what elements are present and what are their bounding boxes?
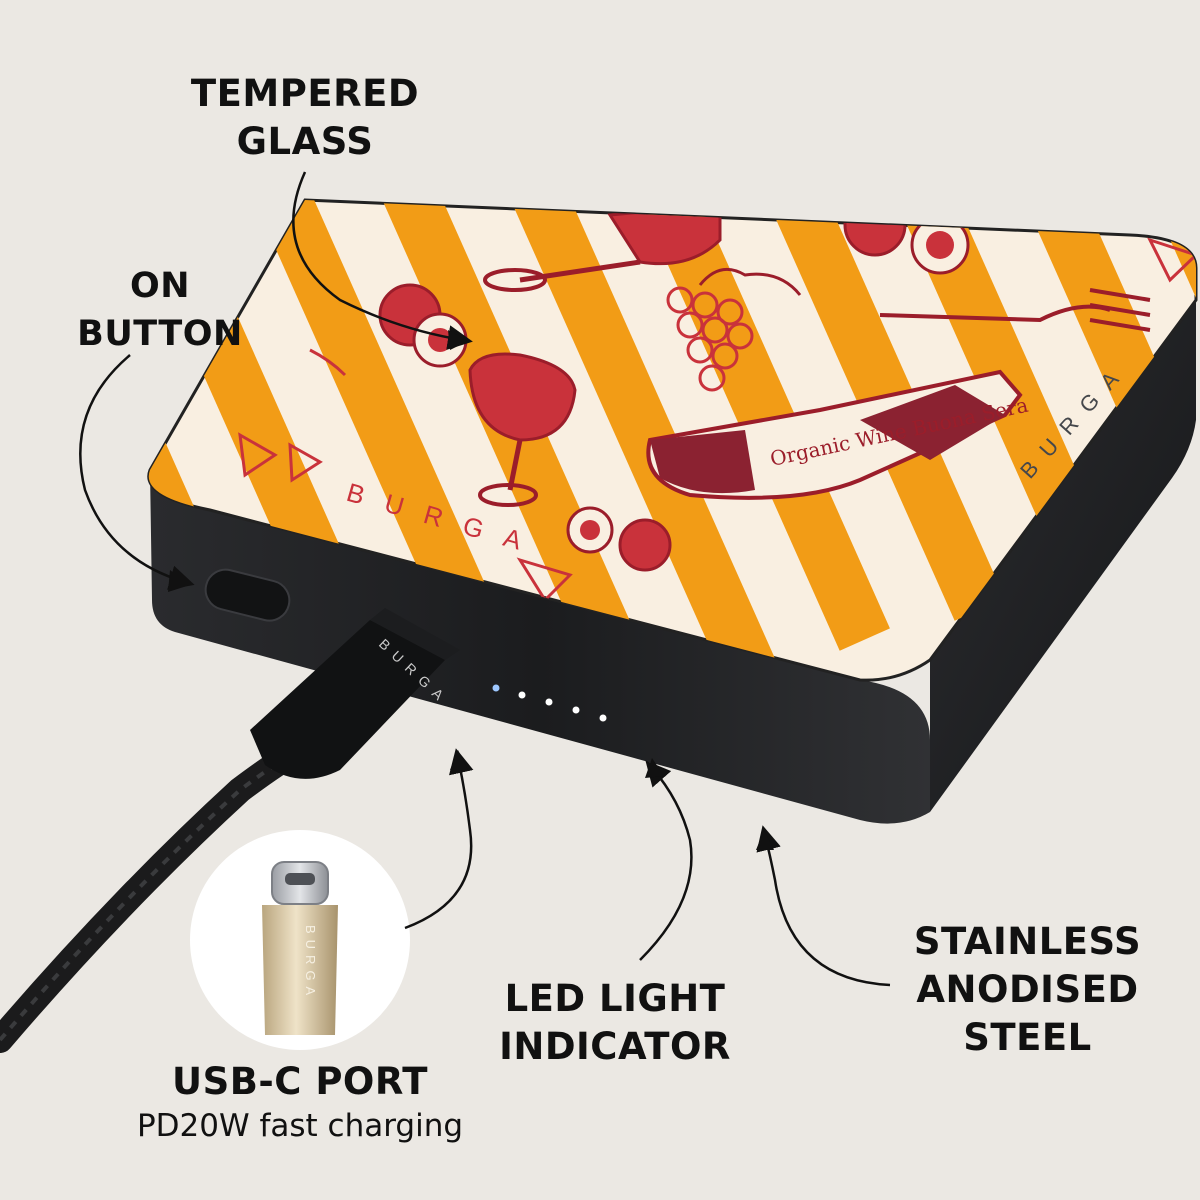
wine-bottle-icon (780, 130, 905, 190)
grapes-icon (666, 267, 802, 392)
tempered-glass-label-line2: GLASS (236, 120, 374, 163)
power-bank-front-side (150, 470, 930, 824)
fig-icon (566, 506, 672, 572)
callout-arrows (79, 171, 891, 987)
on-button[interactable] (201, 565, 293, 624)
usb-c-port-sublabel: PD20W fast charging (136, 1108, 464, 1144)
tempered-glass-label-line1: TEMPERED (190, 72, 420, 115)
led-light-label-line2: INDICATOR (499, 1025, 731, 1068)
tempered-glass-label: TEMPERED GLASS (180, 70, 430, 166)
usb-c-port-label: USB-C PORT (172, 1060, 428, 1103)
on-button-label-line1: ON (129, 266, 191, 306)
steel-label: STAINLESS ANODISED STEEL (900, 918, 1155, 1062)
wine-bottle-icon: Organic Wine Buona Sera (646, 369, 1030, 500)
wine-glass-icon (483, 203, 722, 292)
on-button-label-line2: BUTTON (77, 314, 243, 354)
steel-label-line1: STAINLESS (913, 920, 1142, 963)
wine-glass-icon (468, 352, 577, 507)
fork-icon (879, 288, 1151, 332)
usb-c-connector-detail: BURGA (190, 830, 410, 1050)
usb-c-cable: BURGA (0, 608, 460, 1053)
led-light-label-line1: LED LIGHT (504, 977, 726, 1020)
led-indicator (492, 684, 607, 722)
on-button-label: ON BUTTON (60, 262, 260, 358)
connector-brand-logo: BURGA (303, 925, 318, 1001)
led-light-label: LED LIGHT INDICATOR (470, 975, 760, 1071)
steel-label-line3: STEEL (963, 1016, 1092, 1059)
steel-label-line2: ANODISED (916, 968, 1139, 1011)
pasta-icon (238, 237, 1196, 603)
power-bank-right-side (930, 300, 1196, 812)
arrowheads (168, 330, 774, 850)
